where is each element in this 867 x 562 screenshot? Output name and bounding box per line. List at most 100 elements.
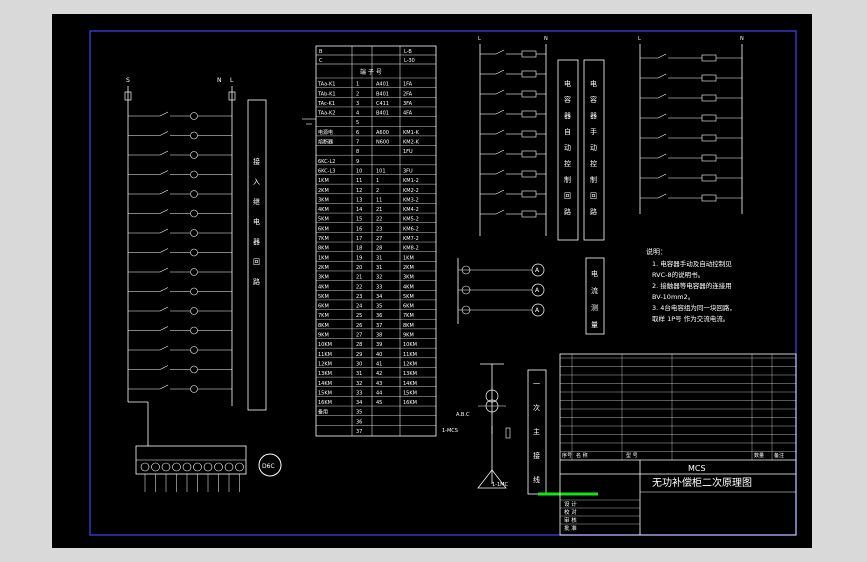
coil-icon <box>521 90 537 98</box>
table-cell: 1 <box>356 82 359 88</box>
table-cell: 9 <box>356 159 359 165</box>
table-cell: 36 <box>356 419 362 425</box>
indicator-lamp-icon <box>190 190 198 198</box>
block-char: 制 <box>564 175 571 184</box>
table-cell: 1FA <box>403 82 413 88</box>
coil-icon <box>701 134 717 142</box>
block-char: 控 <box>590 159 597 168</box>
block-char: 电 <box>564 79 571 88</box>
table-cell: 7KM <box>403 313 414 319</box>
indicator-lamp-icon <box>190 268 198 276</box>
table-cell: 2KM <box>403 265 414 271</box>
dsc-meter-icon <box>258 453 282 477</box>
table-cell: 1 <box>376 178 379 184</box>
table-cell: 30 <box>356 361 362 367</box>
table-cell: 4KM <box>318 284 329 290</box>
svg-text:A: A <box>535 267 540 274</box>
main-wiring-char: 接 <box>533 451 540 460</box>
indicator-lamp-icon <box>190 326 198 335</box>
block-char: 动 <box>564 143 571 152</box>
table-cell: 22 <box>356 284 362 290</box>
table-cell: 18 <box>356 246 362 252</box>
terminal-strip: D6C <box>135 445 282 492</box>
table-cell: 21 <box>376 207 382 213</box>
indicator-lamp-icon <box>190 248 198 257</box>
table-cell: 28 <box>376 246 382 252</box>
table-header-cell: C <box>319 58 323 64</box>
svg-text:N: N <box>544 36 548 42</box>
coil-icon <box>521 210 537 218</box>
table-cell: 28 <box>356 342 362 348</box>
bom-header-cell: 序号 <box>562 452 572 459</box>
table-cell: 7KM <box>318 236 329 242</box>
table-cell: 13KM <box>403 371 417 377</box>
notes-title: 说明： <box>646 247 667 256</box>
table-cell: 2 <box>356 91 359 97</box>
table-cell: KM2-K <box>403 140 420 146</box>
signature-label: 审 核 <box>564 516 577 524</box>
table-cell: 23 <box>356 294 362 300</box>
table-cell: KM1-K <box>403 130 420 136</box>
table-cell: 6KC-L3 <box>318 168 335 174</box>
table-header-cell: B <box>319 49 323 55</box>
block-char: 手 <box>590 127 597 136</box>
indicator-lamp-icon <box>190 385 198 393</box>
table-cell: 7 <box>356 140 359 146</box>
table-cell: TAc-K1 <box>317 101 335 107</box>
table-cell: B401 <box>376 111 389 117</box>
table-cell: 3KM <box>318 275 329 281</box>
table-cell: KM1-2 <box>403 178 419 184</box>
table-cell: 27 <box>356 333 362 339</box>
table-cell: 26 <box>356 323 362 329</box>
bom-header-cell: 名 称 <box>576 452 588 459</box>
table-cell: 36 <box>376 313 382 319</box>
table-cell: 12 <box>356 188 362 194</box>
coil-icon <box>521 190 537 198</box>
svg-text:L: L <box>478 36 481 42</box>
block-char: 器 <box>590 112 597 120</box>
relay-note-char: 回 <box>253 258 260 266</box>
ammeter-icon <box>531 303 545 317</box>
coil-icon <box>521 130 537 138</box>
table-cell: 35 <box>376 304 382 310</box>
table-cell: 电源电 <box>318 129 333 136</box>
table-cell: 31 <box>356 371 362 377</box>
table-cell: 8 <box>356 149 359 155</box>
svg-text:L: L <box>638 36 641 42</box>
table-cell: 1KM <box>318 255 329 261</box>
drawing-title: 无功补偿柜二次原理图 <box>652 476 752 489</box>
table-cell: A401 <box>376 82 389 88</box>
bom-header-cell: 数量 <box>754 452 764 459</box>
note-line: 取样 1P号 作为交流电流。 <box>652 314 729 323</box>
table-cell: 21 <box>356 275 362 281</box>
block-char: 控 <box>564 159 571 168</box>
table-cell: TAa-K1 <box>317 82 335 88</box>
indicator-lamp-icon <box>190 307 198 315</box>
table-cell: 38 <box>376 333 382 339</box>
table-cell: 15KM <box>318 390 332 396</box>
block-char: 容 <box>590 95 597 104</box>
table-cell: 43 <box>376 381 382 387</box>
table-cell: 10KM <box>318 342 332 348</box>
terminal-icon <box>161 462 171 472</box>
table-cell: N600 <box>376 140 389 146</box>
table-cell: 14KM <box>403 381 417 387</box>
block-char: 路 <box>564 207 571 216</box>
relay-note-char: 器 <box>253 238 260 246</box>
drawing-canvas[interactable]: S N L 接入继电器回路 D6 <box>52 14 812 548</box>
table-cell: 1KM <box>403 255 414 261</box>
table-cell: KM7-2 <box>403 236 419 242</box>
block-char: 制 <box>590 175 597 184</box>
table-cell: 11KM <box>318 352 332 358</box>
table-cell: 6KC-L2 <box>318 159 335 165</box>
table-cell: 5 <box>356 120 359 126</box>
table-cell: KM5-2 <box>403 217 419 223</box>
table-cell: 13KM <box>318 371 332 377</box>
table-cell: 5KM <box>318 217 329 223</box>
table-cell: 33 <box>376 284 382 290</box>
table-cell: 101 <box>376 168 386 174</box>
table-cell: 34 <box>356 400 362 406</box>
table-cell: 15 <box>356 217 362 223</box>
